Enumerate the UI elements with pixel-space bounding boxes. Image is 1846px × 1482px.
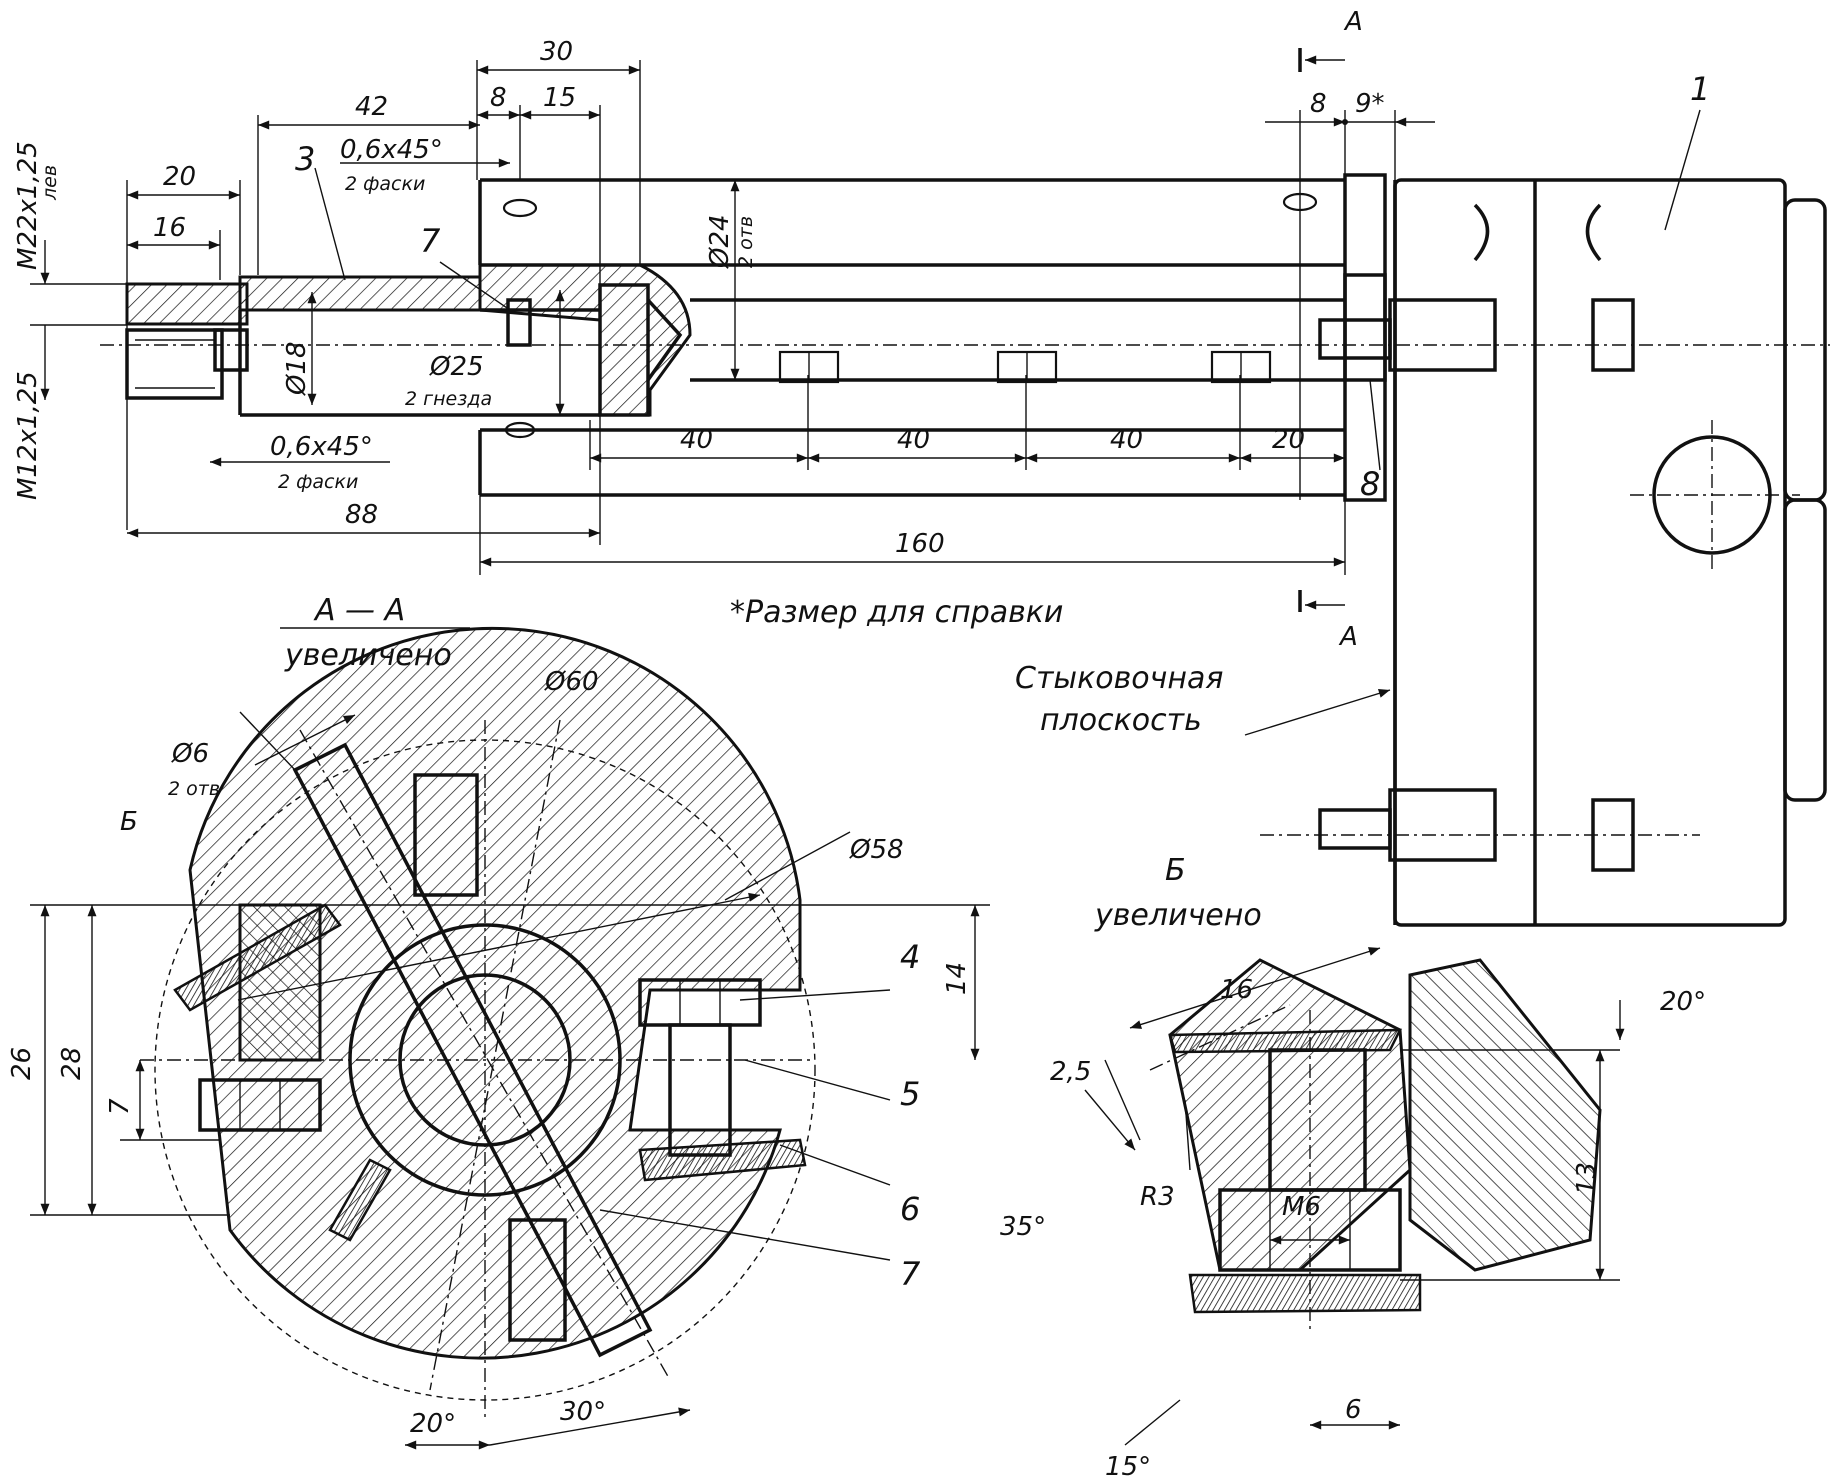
label-part-1: 1 bbox=[1690, 70, 1710, 108]
label-b-a20: 20° bbox=[1660, 987, 1706, 1017]
label-lev: лев bbox=[39, 165, 61, 201]
label-part-8: 8 bbox=[1360, 465, 1380, 503]
label-d24: Ø24 bbox=[705, 214, 735, 269]
label-part-7: 7 bbox=[900, 1255, 921, 1293]
section-a-a bbox=[30, 626, 990, 1450]
housing-part-1 bbox=[1260, 178, 1827, 927]
label-b-r3: R3 bbox=[1140, 1182, 1175, 1212]
label-d18: Ø18 bbox=[282, 341, 312, 396]
label-m22: M22x1,25 bbox=[13, 141, 43, 270]
rail-nuts bbox=[778, 350, 1272, 384]
top-dimensions bbox=[30, 48, 1701, 736]
docking-plane-1: Стыковочная bbox=[1015, 661, 1223, 696]
label-aa-d7: 7 bbox=[105, 1098, 135, 1115]
label-section-a-bot: A bbox=[1338, 622, 1358, 652]
label-aa-d60: Ø60 bbox=[544, 667, 599, 697]
label-part-6: 6 bbox=[900, 1190, 920, 1228]
label-d8a: 8 bbox=[490, 83, 507, 113]
label-aa-d58: Ø58 bbox=[849, 835, 904, 865]
label-aa-a20: 20° bbox=[410, 1409, 456, 1439]
section-aa-title: A — A bbox=[313, 593, 405, 628]
label-part-7-top: 7 bbox=[420, 222, 441, 260]
label-b-a15: 15° bbox=[1105, 1452, 1151, 1482]
label-m12: M12x1,25 bbox=[13, 371, 43, 500]
detail-b-title: Б bbox=[1165, 853, 1186, 888]
label-aa-d26: 26 bbox=[7, 1047, 37, 1080]
label-part-5: 5 bbox=[900, 1075, 920, 1113]
label-d160: 160 bbox=[895, 529, 945, 559]
label-d40b: 40 bbox=[897, 425, 930, 455]
shaft-assembly bbox=[100, 173, 1830, 502]
label-d9: 9* bbox=[1355, 89, 1385, 119]
label-aa-d6-note: 2 отв bbox=[168, 778, 220, 800]
reference-note: *Размер для справки bbox=[730, 595, 1063, 630]
label-aa-d14: 14 bbox=[942, 962, 972, 995]
detail-b bbox=[1084, 947, 1625, 1446]
label-d15: 15 bbox=[543, 83, 576, 113]
label-aa-d6: Ø6 bbox=[171, 739, 209, 769]
label-part-4: 4 bbox=[900, 938, 920, 976]
label-d40c: 40 bbox=[1110, 425, 1143, 455]
label-d16: 16 bbox=[153, 213, 186, 243]
label-d20: 20 bbox=[163, 162, 196, 192]
label-chamfer-bot-note: 2 фаски bbox=[278, 471, 358, 493]
section-aa-subtitle: увеличено bbox=[284, 638, 452, 673]
label-d40a: 40 bbox=[680, 425, 713, 455]
label-b-m6: M6 bbox=[1282, 1192, 1321, 1222]
docking-plane-2: плоскость bbox=[1040, 703, 1202, 738]
label-b-d13: 13 bbox=[1572, 1162, 1602, 1195]
label-aa-a30: 30° bbox=[560, 1397, 606, 1427]
detail-b-subtitle: увеличено bbox=[1094, 898, 1262, 933]
label-b-d6: 6 bbox=[1345, 1395, 1362, 1425]
label-section-a-top: A bbox=[1343, 7, 1363, 37]
label-d88: 88 bbox=[345, 500, 378, 530]
label-aa-b: Б bbox=[120, 807, 138, 837]
label-d42: 42 bbox=[355, 92, 388, 122]
label-b-a35: 35° bbox=[1000, 1212, 1046, 1242]
label-d20b: 20 bbox=[1272, 425, 1305, 455]
label-d30: 30 bbox=[540, 37, 573, 67]
label-b-d2-5: 2,5 bbox=[1050, 1057, 1091, 1087]
label-chamfer-bot: 0,6x45° bbox=[270, 432, 373, 462]
labels: M22x1,25 лев M12x1,25 20 16 42 30 8 15 0… bbox=[7, 7, 1710, 1482]
label-d8b: 8 bbox=[1310, 89, 1327, 119]
label-part-3: 3 bbox=[295, 140, 315, 178]
label-d24-note: 2 отв bbox=[735, 216, 757, 268]
label-d25-note: 2 гнезда bbox=[405, 388, 492, 410]
label-chamfer-top: 0,6x45° bbox=[340, 135, 443, 165]
label-b-d16: 16 bbox=[1220, 975, 1253, 1005]
label-d25: Ø25 bbox=[429, 352, 484, 382]
label-chamfer-top-note: 2 фаски bbox=[345, 173, 425, 195]
label-aa-d28: 28 bbox=[57, 1047, 87, 1080]
